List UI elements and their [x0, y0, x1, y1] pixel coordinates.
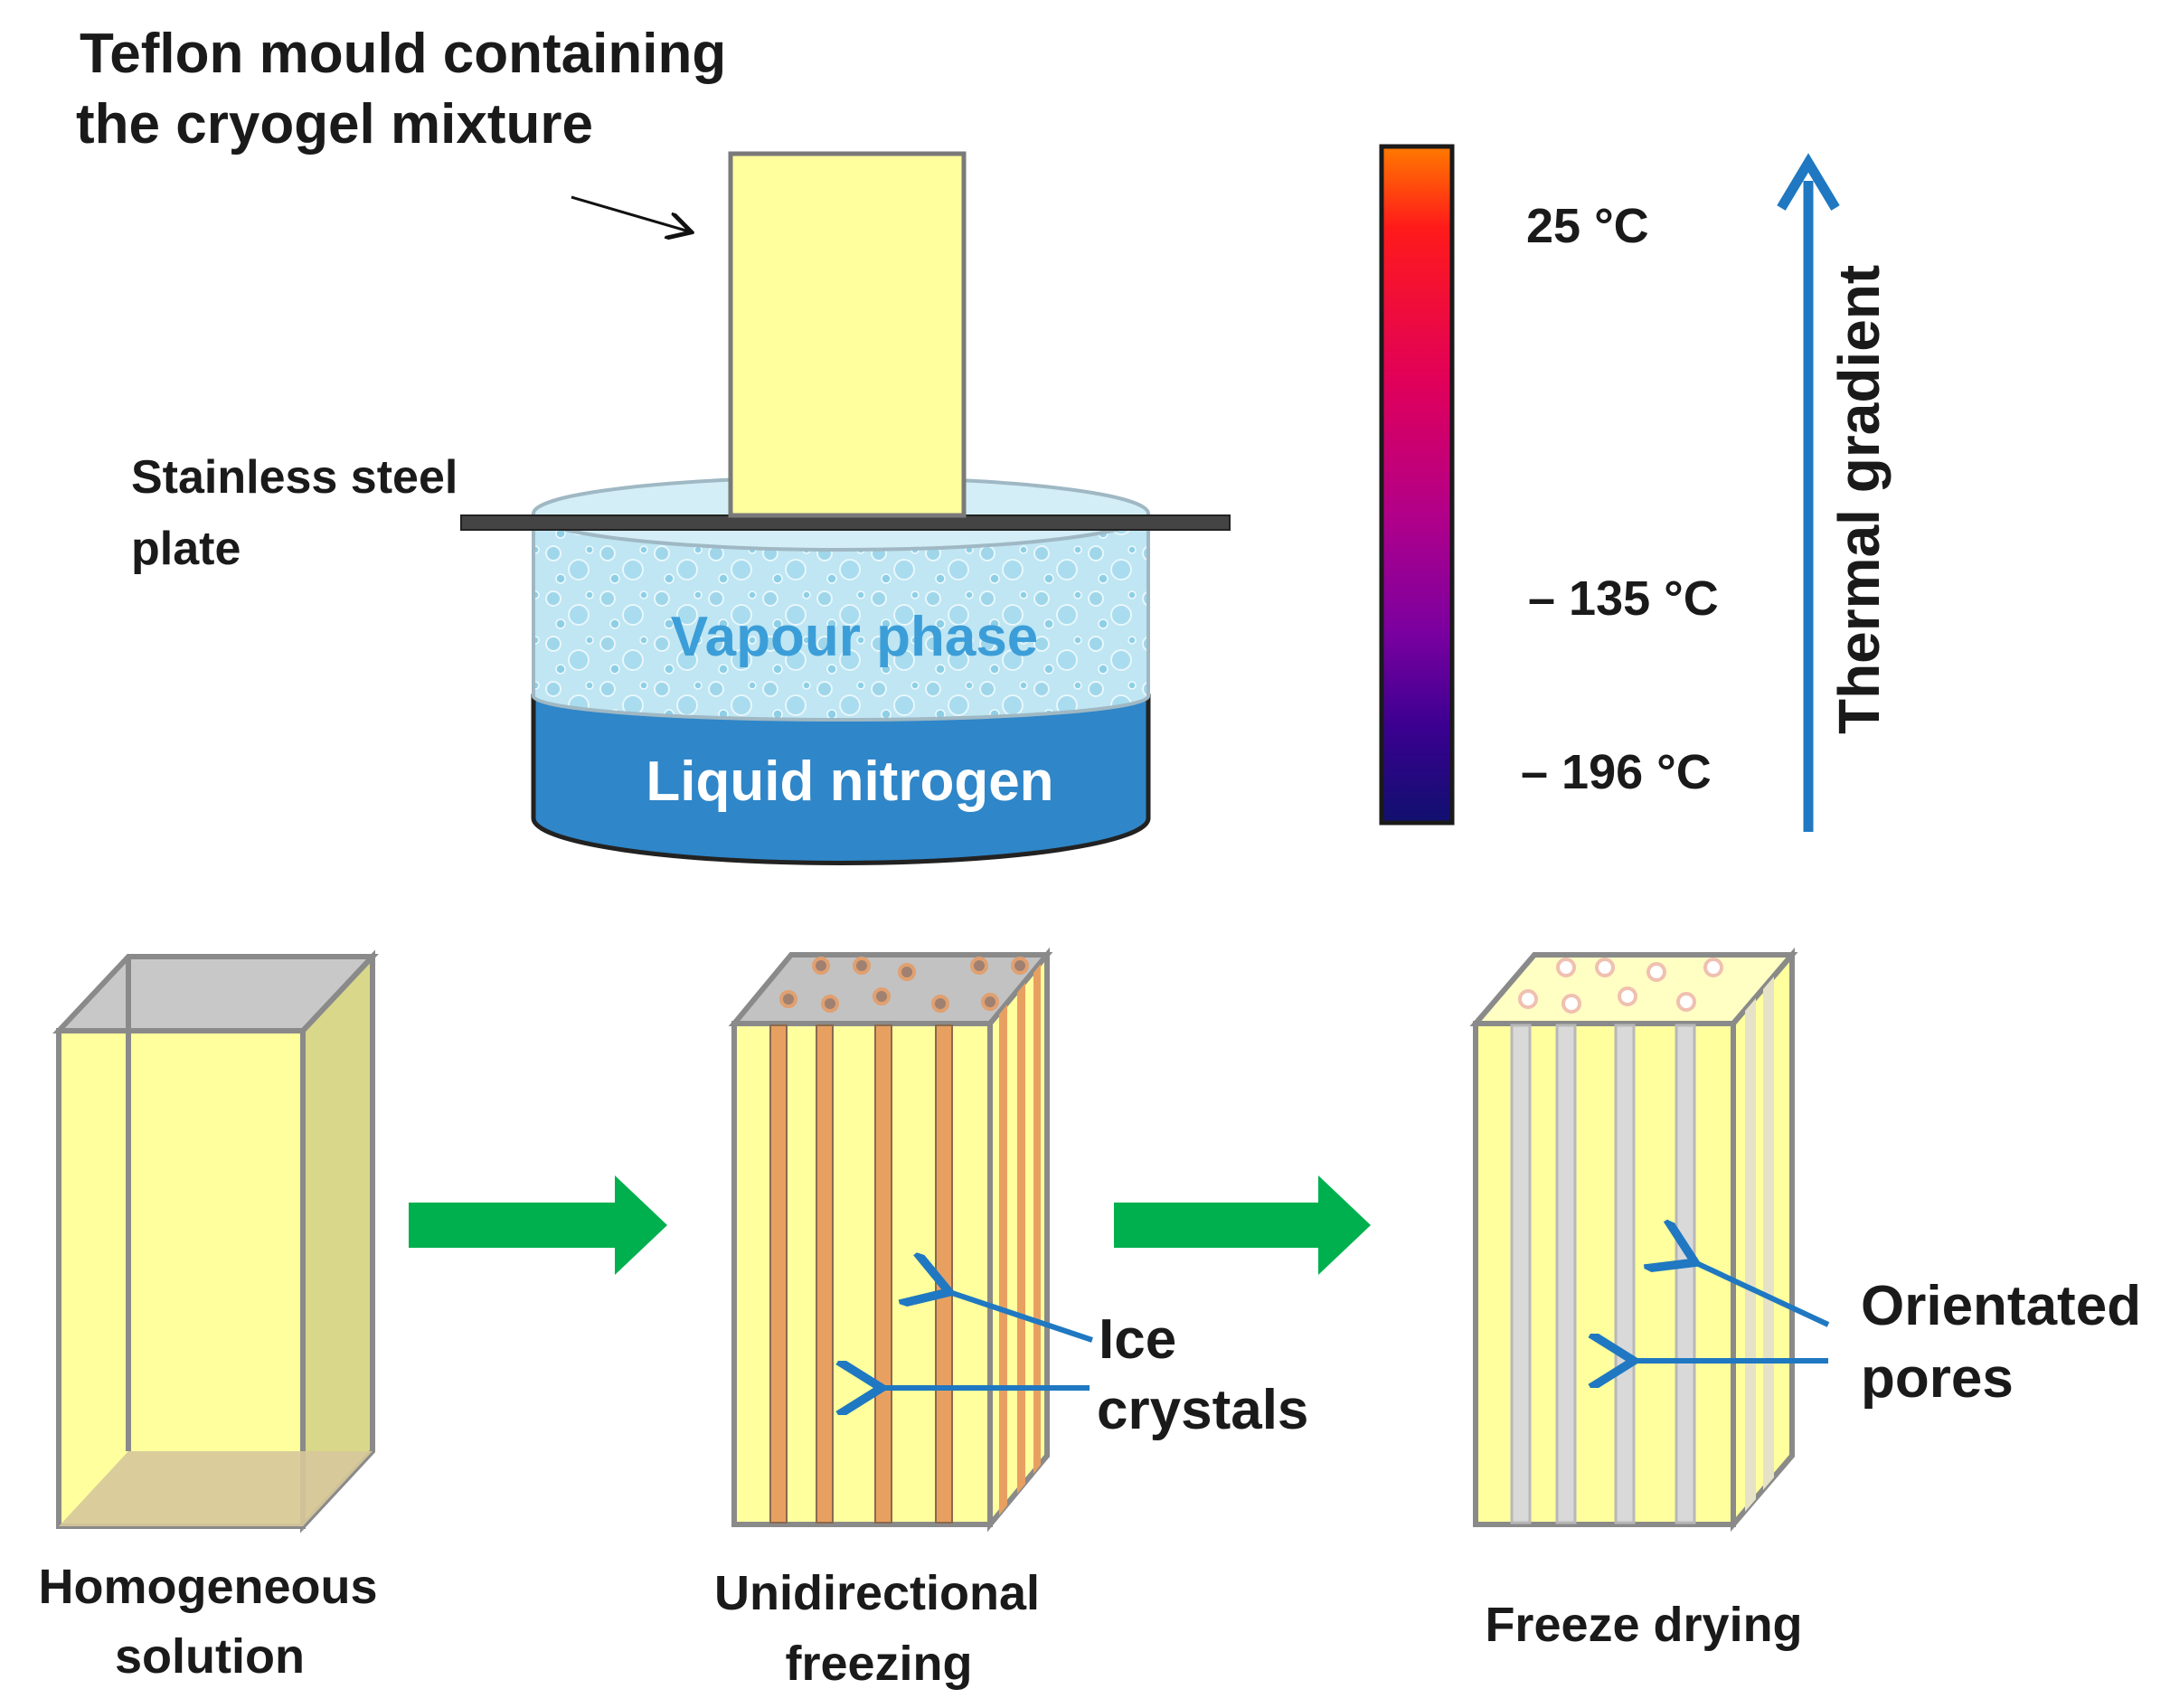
plate-label-line1: Stainless steel: [131, 451, 458, 504]
process-arrow-2: [1114, 1175, 1371, 1275]
vapour-phase-label: Vapour phase: [671, 606, 1039, 668]
mould-label-line2: the cryogel mixture: [76, 93, 593, 156]
freeze-dried-block: [1469, 947, 1798, 1533]
process-arrow-1: [409, 1175, 667, 1275]
orientated-pore-stripes: [1510, 1024, 1696, 1524]
vapour-phase-region: [532, 514, 1150, 722]
mould-pointer-arrow: [571, 195, 689, 231]
ice-crystal-side-stripes: [999, 964, 1041, 1515]
liquid-nitrogen-label: Liquid nitrogen: [646, 750, 1053, 813]
ice-label-line2: crystals: [1097, 1379, 1308, 1441]
homogeneous-block: [52, 949, 379, 1533]
ice-crystals-pointers: Ice crystals: [879, 1291, 1308, 1441]
tick-label-25: 25 °C: [1526, 199, 1649, 253]
block3-side-face: [1731, 947, 1795, 1533]
frozen-block: [728, 947, 1053, 1533]
block1-side-face: [300, 949, 375, 1533]
ice-crystal-stripes: [769, 1024, 953, 1524]
step2-caption-line2: freezing: [785, 1637, 972, 1691]
step2-caption-line1: Unidirectional: [714, 1566, 1040, 1620]
freezing-apparatus: Teflon mould containing the cryogel mixt…: [76, 23, 1231, 865]
thermal-gradient-label: Thermal gradient: [1826, 265, 1892, 734]
tick-label-minus135: – 135 °C: [1528, 571, 1719, 626]
step1-caption-line1: Homogeneous: [38, 1560, 377, 1614]
block1-bottom-shade: [59, 1451, 373, 1526]
plate-label-line2: plate: [131, 523, 241, 575]
temperature-colorbar: [1379, 144, 1455, 826]
step1-caption-line2: solution: [115, 1629, 305, 1684]
tick-label-minus196: – 196 °C: [1521, 745, 1712, 799]
pores-label-line1: Orientated: [1861, 1275, 2141, 1337]
mould-label-line1: Teflon mould containing: [80, 23, 726, 85]
pores-pointer-upper: [1693, 1261, 1830, 1327]
ice-label-line1: Ice: [1099, 1308, 1176, 1371]
pore-tops: [1518, 958, 1723, 1014]
orientated-pores-pointers: Orientated pores: [1631, 1261, 2141, 1410]
nitrogen-bath-liquid: [531, 694, 1151, 865]
teflon-mould: [728, 151, 967, 518]
ice-pointer-upper: [947, 1291, 1093, 1343]
thermal-gradient-arrowhead: [1777, 153, 1840, 211]
temperature-scale: 25 °C – 135 °C – 196 °C Thermal gradient: [1379, 144, 1892, 832]
step3-caption: Freeze drying: [1485, 1598, 1802, 1652]
pores-label-line2: pores: [1861, 1347, 2014, 1410]
ice-crystal-tops: [779, 957, 1029, 1013]
